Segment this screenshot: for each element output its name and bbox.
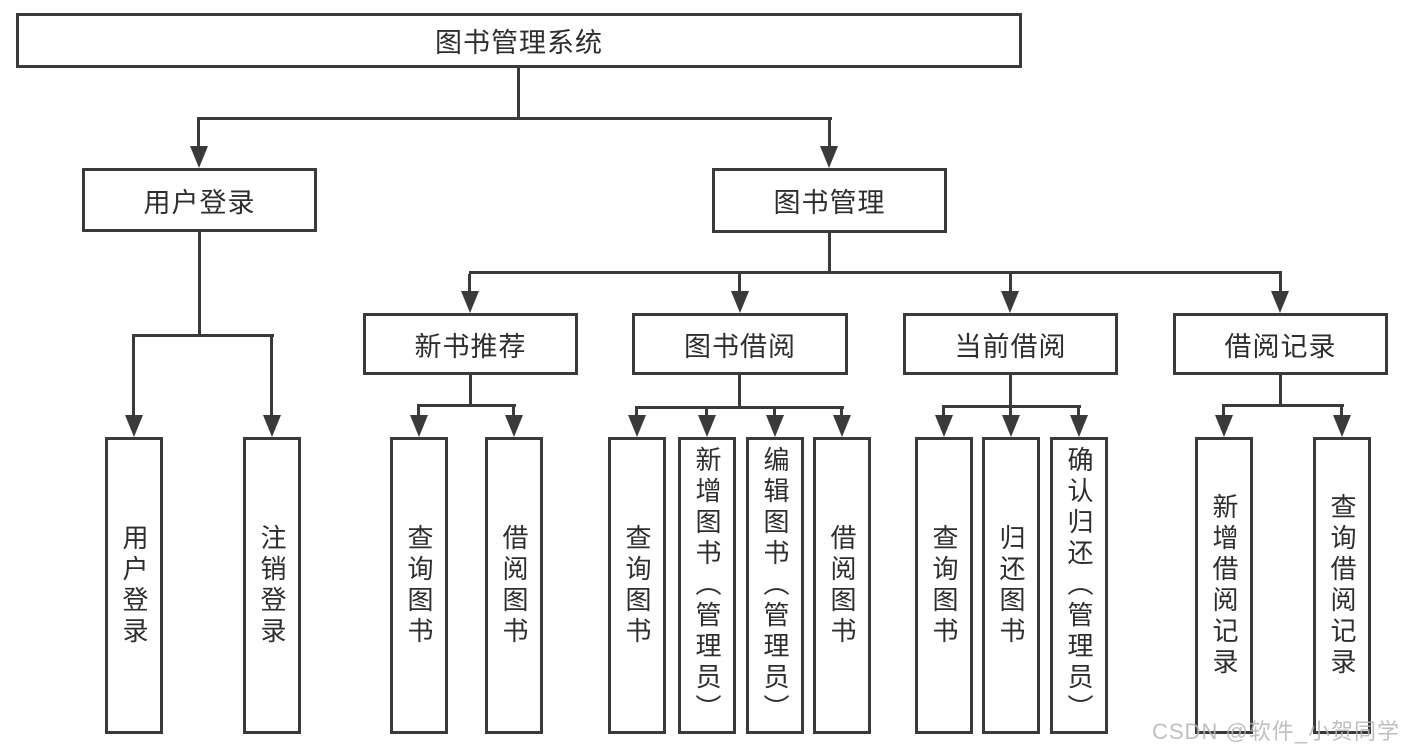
arrow-down-icon: [1001, 291, 1019, 313]
arrow-down-icon: [698, 415, 716, 437]
leaf-borrow-book-recommend: 借阅图书: [485, 437, 543, 734]
connector-line: [417, 404, 516, 407]
connector-line: [828, 120, 831, 150]
arrow-down-icon: [731, 291, 749, 313]
node-label: 归还图书: [996, 523, 1026, 648]
connector-line: [828, 233, 831, 273]
node-label: 查询图书: [622, 523, 652, 648]
arrow-down-icon: [410, 415, 428, 437]
node-label: 查询图书: [929, 523, 959, 648]
node-label: 当前借阅: [954, 331, 1067, 362]
connector-line: [1340, 407, 1343, 419]
leaf-return-book: 归还图书: [982, 437, 1040, 734]
leaf-logout-login: 注销登录: [243, 437, 301, 734]
arrow-down-icon: [190, 146, 208, 168]
node-label: 用户登录: [119, 523, 149, 648]
leaf-query-book-recommend: 查询图书: [390, 437, 448, 734]
connector-line: [1009, 274, 1012, 296]
arrow-down-icon: [935, 415, 953, 437]
node-label: 借阅记录: [1224, 331, 1337, 362]
node-current-borrow: 当前借阅: [903, 313, 1118, 375]
node-label: 图书借阅: [684, 331, 796, 362]
connector-line: [942, 408, 945, 418]
connector-line: [468, 274, 471, 296]
connector-line: [197, 120, 200, 150]
leaf-borrow-book: 借阅图书: [813, 437, 871, 734]
node-label: 新书推荐: [414, 331, 527, 362]
node-label: 新增图书（管理员）: [692, 446, 722, 725]
node-label: 新增借阅记录: [1209, 492, 1239, 679]
leaf-add-borrow-record: 新增借阅记录: [1195, 437, 1253, 734]
arrow-down-icon: [833, 415, 851, 437]
node-book-management: 图书管理: [712, 168, 947, 233]
leaf-query-borrow-record: 查询借阅记录: [1313, 437, 1371, 734]
node-label: 确认归还（管理员）: [1064, 446, 1094, 725]
arrow-down-icon: [125, 415, 143, 437]
connector-line: [635, 406, 844, 409]
node-label: 图书管理: [773, 188, 886, 218]
connector-line: [270, 337, 273, 419]
arrow-down-icon: [1215, 415, 1233, 437]
connector-line: [635, 409, 638, 418]
arrow-down-icon: [461, 291, 479, 313]
arrow-down-icon: [628, 415, 646, 437]
connector-line: [738, 375, 741, 408]
connector-line: [197, 117, 832, 120]
arrow-down-icon: [820, 146, 838, 168]
connector-line: [198, 232, 201, 336]
node-label: 用户登录: [143, 187, 256, 218]
connector-line: [469, 375, 472, 406]
node-book-borrow: 图书借阅: [632, 313, 848, 375]
connector-line: [1009, 375, 1012, 407]
connector-line: [517, 68, 520, 118]
connector-line: [512, 407, 515, 419]
connector-line: [132, 334, 274, 337]
connector-line: [1077, 408, 1080, 418]
arrow-down-icon: [766, 415, 784, 437]
leaf-add-book-admin: 新增图书（管理员）: [678, 437, 736, 734]
arrow-down-icon: [1271, 291, 1289, 313]
arrow-down-icon: [1070, 415, 1088, 437]
connector-line: [773, 409, 776, 418]
connector-line: [1222, 404, 1344, 407]
connector-line: [738, 274, 741, 296]
node-label: 图书管理系统: [435, 28, 603, 58]
leaf-edit-book-admin: 编辑图书（管理员）: [746, 437, 804, 734]
connector-line: [417, 407, 420, 419]
connector-line: [840, 409, 843, 418]
node-borrow-records: 借阅记录: [1173, 313, 1388, 375]
node-label: 借阅图书: [499, 523, 529, 648]
node-new-book-recommend: 新书推荐: [363, 313, 578, 375]
node-label: 借阅图书: [827, 523, 857, 648]
node-label: 查询图书: [404, 523, 434, 648]
csdn-watermark: CSDN @软件_小贺同学: [1152, 719, 1401, 744]
connector-line: [1009, 408, 1012, 418]
node-user-login: 用户登录: [82, 168, 317, 232]
leaf-user-login: 用户登录: [105, 437, 163, 734]
connector-line: [705, 409, 708, 418]
arrow-down-icon: [263, 415, 281, 437]
connector-line: [1279, 375, 1282, 406]
connector-line: [1279, 274, 1282, 296]
arrow-down-icon: [1333, 415, 1351, 437]
connector-line: [1222, 407, 1225, 419]
leaf-confirm-return-admin: 确认归还（管理员）: [1050, 437, 1108, 734]
leaf-query-book-current: 查询图书: [915, 437, 973, 734]
node-label: 编辑图书（管理员）: [760, 446, 790, 725]
node-label: 查询借阅记录: [1327, 492, 1357, 679]
arrow-down-icon: [1002, 415, 1020, 437]
arrow-down-icon: [505, 415, 523, 437]
node-root: 图书管理系统: [16, 13, 1022, 68]
connector-line: [942, 405, 1081, 408]
node-label: 注销登录: [257, 523, 287, 648]
connector-line: [132, 337, 135, 419]
connector-line: [469, 271, 1282, 274]
leaf-query-book-borrow: 查询图书: [608, 437, 666, 734]
